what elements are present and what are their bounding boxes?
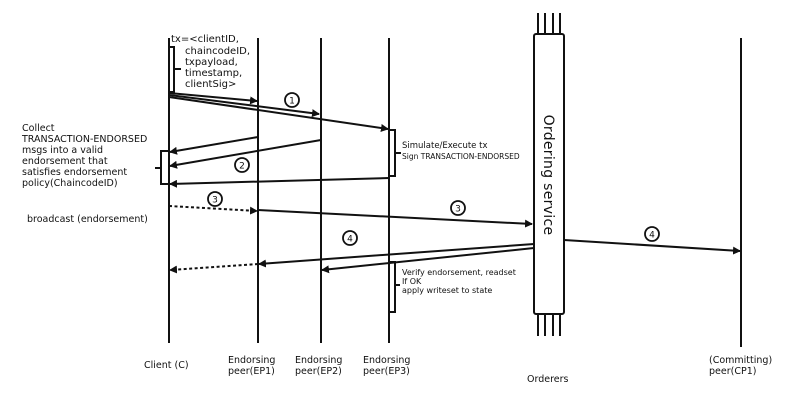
simulate-bracket — [389, 129, 401, 177]
participant-label-ep2-line-1: Endorsing — [295, 355, 343, 366]
collect-bracket — [155, 150, 169, 185]
step-badge-4a — [342, 230, 358, 246]
verify-note-line-1: Verify endorsement, readset — [402, 268, 516, 277]
participant-label-orderers: Orderers — [527, 374, 569, 385]
simulate-note-line-1: Simulate/Execute tx — [402, 141, 488, 151]
tx-note-line-3: txpayload, — [185, 57, 238, 68]
verify-note-line-2: If OK — [402, 277, 422, 286]
collect-note-line-4: endorsement that — [22, 156, 108, 167]
participant-label-cp1-line-1: (Committing) — [709, 355, 773, 366]
verify-bracket — [389, 261, 400, 313]
arrow-step2-ep2 — [169, 139, 322, 169]
ordering-service-label: Ordering service — [540, 114, 556, 236]
arrow-step4-cp1 — [563, 239, 741, 255]
step-number-1: 1 — [289, 97, 295, 107]
arrow-step4-ep1 — [258, 243, 535, 268]
collect-note-line-1: Collect — [22, 123, 55, 134]
participant-label-ep3-line-2: peer(EP3) — [363, 366, 410, 377]
step-badge-1 — [284, 92, 300, 108]
participant-label-ep1-line-2: peer(EP1) — [228, 366, 275, 377]
participant-label-ep3-line-1: Endorsing — [363, 355, 411, 366]
participant-label-ep1-line-1: Endorsing — [228, 355, 276, 366]
step-badge-4b — [644, 226, 660, 242]
arrow-step3-broadcast — [168, 205, 258, 215]
collect-note-line-3: msgs into a valid — [22, 145, 104, 156]
step-number-4b: 4 — [649, 231, 655, 241]
arrow-step4-ep2 — [321, 247, 535, 274]
verify-note-line-3: apply writeset to state — [402, 286, 493, 295]
participant-label-client: Client (C) — [144, 360, 189, 371]
participant-label-ep2-line-2: peer(EP2) — [295, 366, 342, 377]
arrow-step3-to-orderer — [257, 209, 533, 228]
arrow-step2-ep3 — [169, 177, 390, 188]
step-number-2: 2 — [239, 162, 245, 172]
arrow-step1-ep1 — [168, 92, 258, 105]
arrow-step4-client — [169, 263, 259, 274]
tx-note-line-2: chaincodeID, — [185, 46, 251, 57]
broadcast-note: broadcast (endorsement) — [27, 214, 148, 225]
step-number-4a: 4 — [347, 235, 353, 245]
step-number-3a: 3 — [212, 196, 218, 206]
arrow-step1-ep3 — [168, 96, 389, 132]
tx-bracket — [169, 46, 181, 93]
simulate-note-line-2: Sign TRANSACTION-ENDORSED — [402, 152, 520, 161]
arrow-step1-ep2 — [168, 94, 320, 118]
step-badge-3a — [207, 191, 223, 207]
collect-note-line-2: TRANSACTION-ENDORSED — [22, 134, 148, 145]
collect-note-line-6: policy(ChaincodeID) — [22, 178, 118, 189]
arrow-step2-ep1 — [169, 136, 259, 155]
collect-note-line-5: satisfies endorsement — [22, 167, 128, 178]
step-badge-2 — [234, 157, 250, 173]
step-badge-3b — [450, 200, 466, 216]
ordering-service-box — [533, 13, 565, 336]
participant-label-cp1-line-2: peer(CP1) — [709, 366, 757, 377]
tx-note-line-5: clientSig> — [185, 79, 237, 90]
tx-note-line-4: timestamp, — [185, 68, 243, 79]
tx-note-line-1: tx=<clientID, — [171, 34, 239, 45]
step-number-3b: 3 — [455, 205, 461, 215]
